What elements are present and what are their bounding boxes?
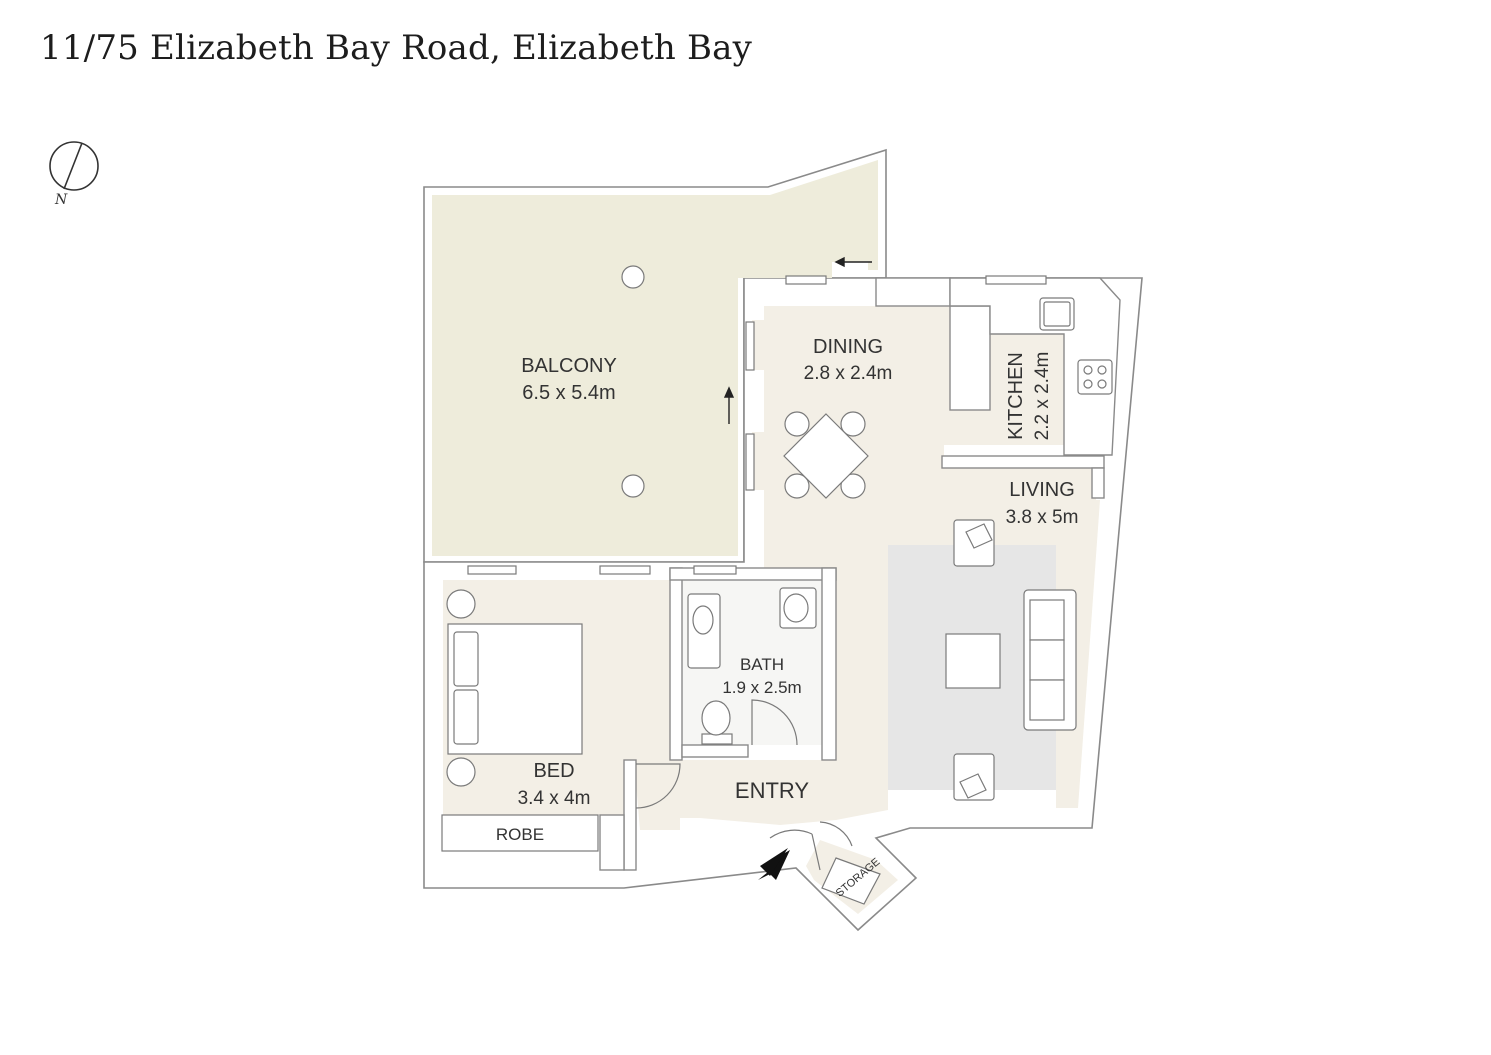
kitchen-fixtures [1039,297,1113,395]
kitchen-size: 2.2 x 2.4m [1032,352,1053,441]
compass-icon: N [49,141,99,208]
dining-size: 2.8 x 2.4m [804,363,893,384]
sliding-door-arrows [723,256,872,424]
entry-name: ENTRY [735,778,809,803]
room-labels: BALCONY 6.5 x 5.4m DINING 2.8 x 2.4m KIT… [496,336,1079,900]
interior-walls [599,277,1121,871]
bed-name: BED [533,760,574,782]
compass-north-label: N [54,192,68,208]
living-name: LIVING [1009,479,1075,501]
storage-closet [821,857,881,905]
bath-name: BATH [740,655,784,674]
dining-name: DINING [813,336,883,358]
page-title: 11/75 Elizabeth Bay Road, Elizabeth Bay [40,28,753,68]
bed-size: 3.4 x 4m [518,788,591,809]
living-furniture [945,519,1077,801]
balcony-floor [432,160,878,556]
entry-doors [635,763,853,871]
balcony-name: BALCONY [521,355,617,377]
entrance-arrow-head [760,848,788,876]
windows [467,275,1047,575]
balcony-size: 6.5 x 5.4m [522,382,615,404]
balcony-columns [621,265,645,498]
living-size: 3.8 x 5m [1006,507,1079,528]
bedroom-furniture [441,589,599,852]
kitchen-name: KITCHEN [1005,352,1027,440]
dining-table [783,411,869,499]
bath-size: 1.9 x 2.5m [722,678,801,697]
bath-fixtures [687,587,817,746]
robe-name: ROBE [496,825,544,844]
